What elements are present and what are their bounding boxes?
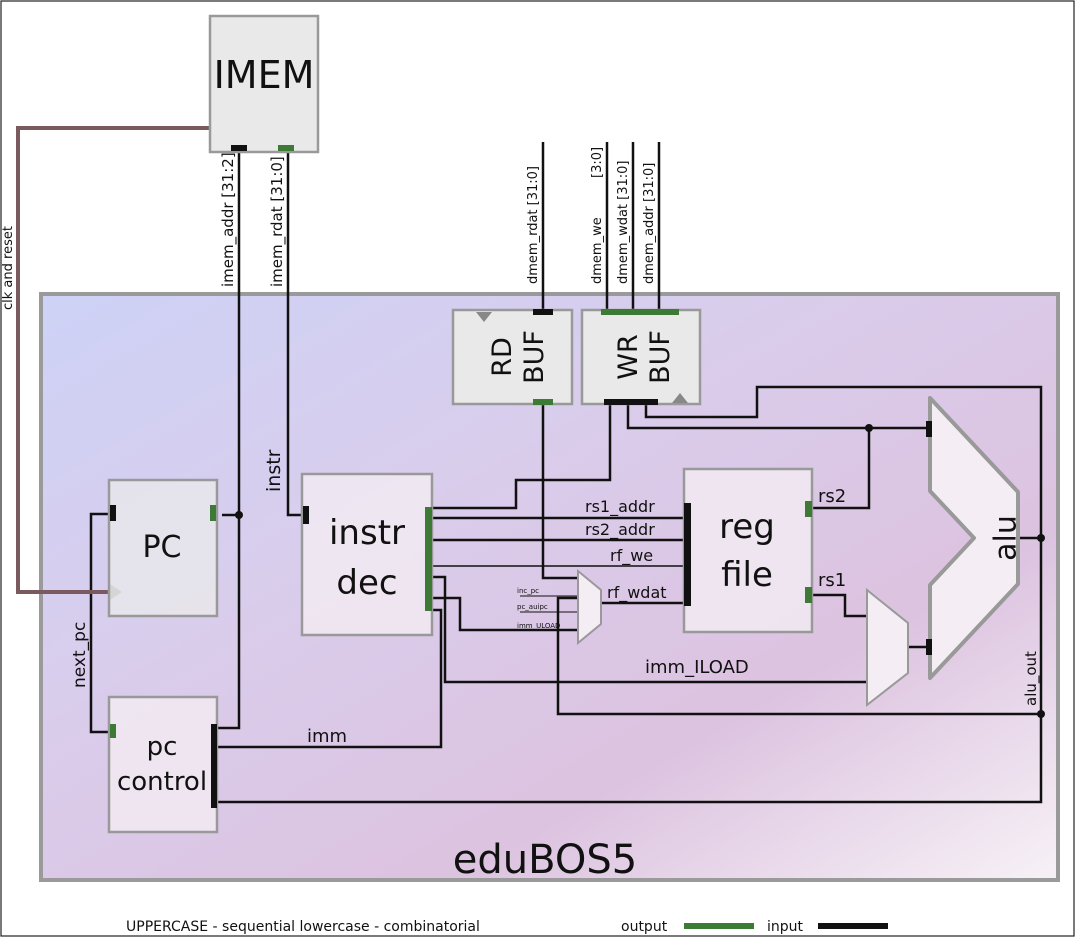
reg-file-label-2: file [721, 555, 773, 595]
port-input [604, 399, 658, 405]
junction-dot [1037, 534, 1045, 542]
clock-arrow-icon [476, 312, 492, 322]
reg-file-label-1: reg [719, 507, 775, 547]
imem-label: IMEM [214, 53, 315, 97]
legend-input-swatch [818, 923, 888, 929]
wires [89, 142, 1043, 804]
junction-dot [235, 511, 243, 519]
label-imem-rdat: imem_rdat [31:0] [268, 156, 287, 287]
pc-control-block [107, 695, 219, 834]
port-output [425, 507, 432, 611]
pc-control-label-2: control [117, 767, 207, 797]
label-clk-reset: clk and reset [1, 226, 16, 310]
port-output [805, 501, 812, 517]
mux-label-imm-uload: imm_ULOAD [517, 622, 560, 630]
clk-reset-wire [16, 126, 210, 594]
instr-dec-label-1: instr [329, 513, 405, 553]
label-rf-wdat: rf_wdat [607, 583, 667, 603]
mux-label-inc-pc: inc_pc [517, 587, 539, 595]
port-output [110, 724, 116, 738]
label-dmem-rdat: dmem_rdat [31:0] [526, 166, 541, 284]
port-input [231, 145, 247, 151]
mux-label-pc-auipc: pc_auipc [517, 603, 548, 611]
legend-kinds: UPPERCASE - sequential lowercase - combi… [126, 919, 480, 935]
reg-file-block [682, 467, 814, 634]
wr-buf-label-1: WR [613, 334, 644, 379]
rd-buf-block [451, 308, 574, 406]
port-input [110, 505, 116, 521]
pc-control-label-1: pc [147, 732, 178, 762]
rd-buf-label-1: RD [487, 337, 518, 377]
port-output [533, 399, 553, 405]
label-imem-addr: imem_addr [31:2] [219, 152, 238, 287]
port-output [805, 587, 812, 603]
label-imm-iload: imm_ILOAD [645, 657, 749, 678]
pc-block [107, 478, 219, 618]
instr-dec-block [300, 472, 434, 637]
port-input [303, 506, 309, 524]
port-output [601, 309, 679, 315]
pc-label: PC [142, 530, 181, 565]
label-rs1-addr: rs1_addr [585, 497, 655, 517]
legend-output-swatch [684, 923, 754, 929]
port-output [210, 505, 216, 521]
label-rf-we: rf_we [610, 546, 653, 566]
legend-output-label: output [621, 919, 668, 935]
label-instr: instr [263, 449, 285, 492]
port-input [211, 724, 217, 808]
legend-input-label: input [767, 919, 804, 935]
instr-dec-label-2: dec [336, 563, 397, 603]
port-input [926, 421, 932, 437]
alu-label: alu [989, 515, 1024, 561]
label-next-pc: next_pc [70, 622, 90, 688]
clock-arrow-icon [672, 393, 688, 403]
wr-buf-block [580, 308, 702, 406]
page-title: eduBOS5 [453, 837, 637, 883]
label-imm: imm [307, 726, 347, 747]
label-rs2-addr: rs2_addr [585, 520, 655, 540]
port-output [278, 145, 294, 151]
port-input [684, 503, 691, 606]
alu-input-mux [866, 587, 909, 708]
port-input [926, 639, 932, 655]
label-dmem-we-width: [3:0] [590, 147, 605, 178]
junction-dot [865, 424, 873, 432]
junction-dot [1037, 710, 1045, 718]
alu-block [928, 396, 1020, 680]
imem-block [208, 14, 320, 154]
wdat-mux [577, 568, 602, 646]
label-dmem-wdat: dmem_wdat [31:0] [616, 161, 631, 285]
label-dmem-addr: dmem_addr [31:0] [642, 163, 657, 284]
port-input [533, 309, 553, 315]
rd-buf-label-2: BUF [519, 330, 550, 384]
label-alu-out: alu_out [1022, 651, 1041, 706]
label-rs1: rs1 [818, 570, 846, 591]
wr-buf-label-2: BUF [645, 330, 676, 384]
label-rs2: rs2 [818, 486, 846, 507]
label-dmem-we: dmem_we [590, 217, 605, 284]
